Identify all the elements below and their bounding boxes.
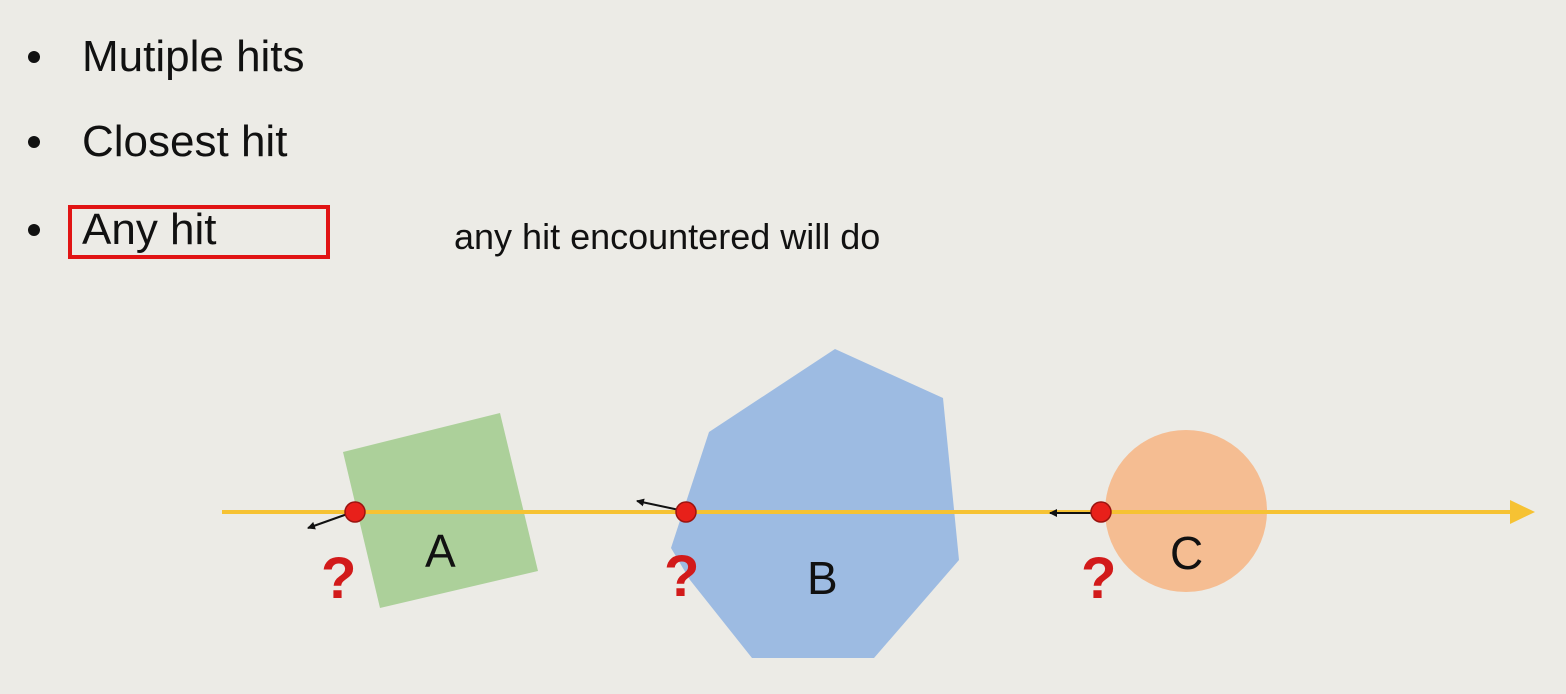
bullet-dot-icon: [28, 224, 40, 236]
ray-arrowhead-icon: [1510, 500, 1535, 524]
hit-question-mark-c: ?: [1081, 546, 1116, 611]
shape-b-label: B: [807, 552, 838, 604]
hit-point-b: [675, 501, 697, 523]
bullet-label: Any hit: [82, 205, 217, 254]
bullet-label: Closest hit: [82, 117, 288, 166]
bullet-dot-icon: [28, 136, 40, 148]
bullet-dot-icon: [28, 51, 40, 63]
bullet-item-closest-hit: Closest hit: [28, 112, 287, 172]
bullet-item-any-hit: Any hit: [28, 200, 217, 260]
hit-point-c: [1090, 501, 1112, 523]
shape-c-label: C: [1170, 527, 1203, 579]
bullet-label: Mutiple hits: [82, 32, 305, 81]
hit-point-a: [344, 501, 366, 523]
any-hit-note: any hit encountered will do: [454, 216, 881, 257]
bullet-list: Mutiple hits Closest hit Any hit: [0, 0, 800, 280]
hit-question-mark-b: ?: [664, 544, 699, 609]
hit-question-mark-a: ?: [321, 546, 356, 611]
bullet-item-multiple-hits: Mutiple hits: [28, 27, 305, 87]
shape-a-label: A: [425, 525, 456, 577]
shape-b-polygon: [671, 349, 959, 658]
any-hit-highlight-box: [68, 205, 330, 259]
